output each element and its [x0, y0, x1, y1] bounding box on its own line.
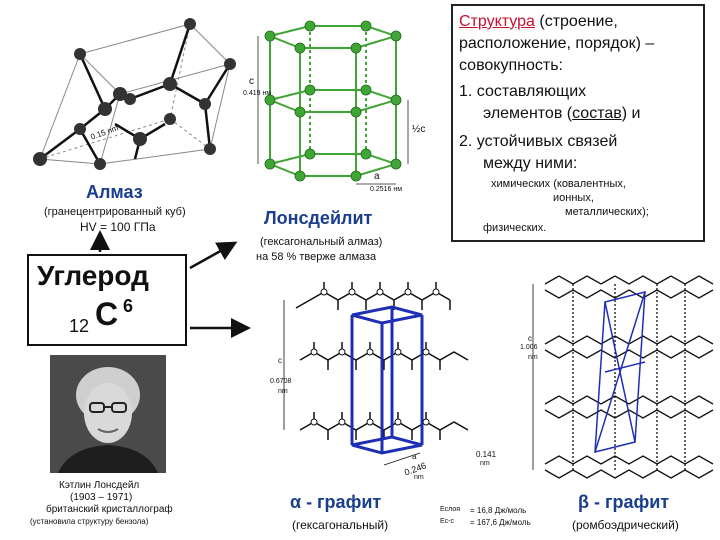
person-name: Кэтлин Лонсдейл	[59, 480, 140, 491]
energy-cc-label: Eс-с	[440, 518, 454, 525]
diamond-subtitle: (гранецентрированный куб)	[44, 206, 186, 218]
structure-item-1-part-a: элементов (	[483, 105, 573, 122]
diamond-hardness: HV = 100 ГПа	[80, 220, 156, 234]
portrait-photo	[50, 355, 166, 473]
carbon-symbol: C	[95, 296, 119, 332]
lonsdaleite-c-value: 0.419 нм	[243, 90, 272, 97]
alpha-graphite-subtitle: (гексагональный)	[292, 518, 389, 532]
bond-chemical-1: химических (ковалентных,	[491, 178, 626, 190]
bond-physical: физических.	[483, 222, 547, 234]
alpha-c-unit: nm	[278, 388, 288, 395]
lonsdaleite-harder: на 58 % тверже алмаза	[256, 251, 377, 263]
lonsdaleite-name: Лонсдейлит	[264, 208, 373, 228]
structure-item-2: 2. устойчивых связей	[459, 133, 618, 150]
structure-definition-2: расположение, порядок) –	[459, 35, 655, 52]
alpha-bond-unit: nm	[480, 460, 490, 467]
alpha-graphite-figure	[283, 282, 469, 466]
bond-chemical-3: металлических);	[565, 206, 649, 218]
structure-definition-box: Структура (строение, расположение, поряд…	[451, 4, 705, 242]
lonsdaleite-a-axis: a	[374, 171, 380, 182]
alpha-c-value: 0.6708	[270, 378, 292, 385]
person-note: (установила структуру бензола)	[30, 517, 149, 526]
person-years: (1903 – 1971)	[70, 492, 133, 503]
structure-definition-3: совокупность:	[459, 57, 563, 74]
structure-item-1-composition: состав	[572, 105, 622, 122]
lonsdaleite-half-c: ½c	[412, 124, 426, 135]
alpha-a-label: a	[412, 452, 417, 461]
person-role: британский кристаллограф	[46, 504, 173, 515]
structure-item-2-between: между ними:	[483, 155, 578, 172]
energy-layer-value: = 16,8 Дж/моль	[470, 506, 527, 515]
structure-item-1: 1. составляющих	[459, 83, 587, 100]
alpha-graphite-name: α - графит	[290, 492, 382, 512]
alpha-bond-value: 0.141	[476, 450, 497, 459]
bond-chemical-2: ионных,	[553, 192, 594, 204]
diamond-lattice-figure	[33, 18, 236, 170]
beta-graphite-name: β - графит	[578, 492, 670, 512]
energy-layer-label: Eслоя	[440, 506, 461, 513]
beta-graphite-figure	[532, 275, 714, 479]
beta-c-label: c	[528, 334, 532, 343]
structure-term: Структура	[459, 13, 535, 30]
beta-graphite-cell	[594, 291, 646, 453]
structure-item-1-part-c: ) и	[621, 105, 641, 122]
carbon-name: Углерод	[37, 260, 149, 291]
diamond-name: Алмаз	[86, 182, 143, 202]
arrow-to-lonsdaleite	[189, 241, 238, 270]
carbon-superscript: 6	[123, 296, 134, 316]
alpha-c-label: c	[278, 356, 282, 365]
beta-c-value: 1.006	[520, 344, 538, 351]
lonsdaleite-subtitle: (гексагональный алмаз)	[260, 236, 383, 248]
lonsdaleite-a-value: 0.2516 нм	[370, 186, 403, 193]
lonsdaleite-lattice-figure	[257, 20, 409, 185]
beta-graphite-layers	[544, 275, 714, 479]
alpha-graphite-cell	[350, 305, 424, 455]
carbon-element-box: Углерод 12 C 6	[27, 254, 187, 346]
alpha-a-unit: nm	[414, 474, 424, 481]
beta-graphite-subtitle: (ромбоэдрический)	[572, 518, 679, 532]
energy-cc-value: = 167,6 Дж/моль	[470, 518, 531, 527]
carbon-mass-number: 12	[69, 316, 90, 336]
structure-definition-1: (строение,	[539, 13, 618, 30]
beta-c-unit: nm	[528, 354, 538, 361]
lonsdaleite-c-axis: c	[249, 76, 254, 87]
